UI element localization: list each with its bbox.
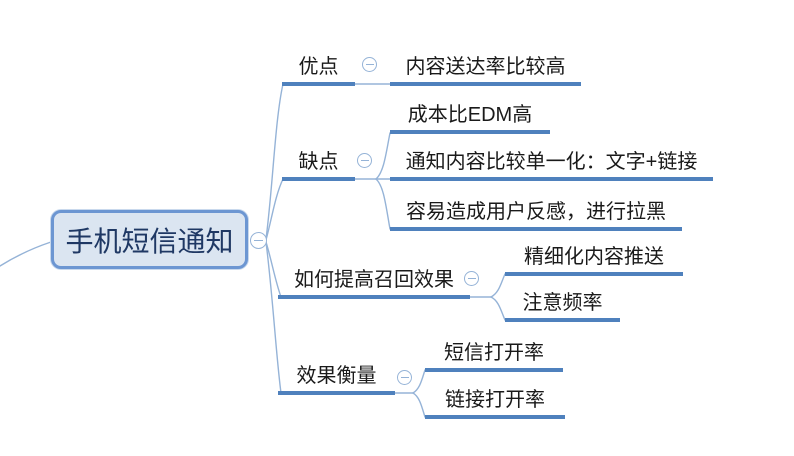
topic-improve-recall-label: 如何提高召回效果: [294, 269, 454, 291]
collapse-icon-disadvantages[interactable]: [357, 153, 372, 168]
topic-advantages[interactable]: 优点: [282, 50, 355, 86]
connector-improve-recall-child-down: [490, 296, 506, 321]
topic-improve-recall-child-frequency[interactable]: 注意频率: [505, 286, 620, 322]
connector-root-to-advantages: [265, 83, 284, 240]
topic-label: 注意频率: [522, 292, 603, 314]
topic-disadvantages-child-user-annoyance[interactable]: 容易造成用户反感，进行拉黑: [390, 195, 682, 231]
minus-glyph: [360, 160, 369, 161]
connector-improve-recall-child-up: [490, 273, 506, 298]
topic-label: 短信打开率: [444, 342, 544, 364]
collapse-icon-effect-measure[interactable]: [397, 370, 412, 385]
topic-label: 链接打开率: [445, 389, 545, 411]
minus-glyph: [467, 278, 476, 279]
connector-effect-measure-child-down: [412, 392, 426, 418]
topic-improve-recall[interactable]: 如何提高召回效果: [278, 263, 470, 299]
topic-disadvantages-child-uniform-content[interactable]: 通知内容比较单一化：文字+链接: [390, 145, 713, 181]
topic-disadvantages[interactable]: 缺点: [282, 145, 355, 181]
topic-label: 成本比EDM高: [407, 104, 533, 126]
root-topic[interactable]: 手机短信通知: [51, 210, 248, 269]
collapse-icon-improve-recall[interactable]: [464, 271, 479, 286]
topic-advantages-label: 优点: [298, 56, 339, 78]
topic-effect-measure-child-link-open-rate[interactable]: 链接打开率: [425, 383, 565, 419]
topic-effect-measure-label: 效果衡量: [296, 365, 377, 387]
topic-label: 精细化内容推送: [524, 246, 664, 268]
connector-disadvantages-child-up: [375, 132, 391, 180]
topic-disadvantages-label: 缺点: [298, 151, 339, 173]
topic-disadvantages-child-cost[interactable]: 成本比EDM高: [390, 98, 550, 134]
topic-effect-measure-child-sms-open-rate[interactable]: 短信打开率: [425, 336, 563, 372]
topic-advantages-child-delivery-rate[interactable]: 内容送达率比较高: [390, 50, 581, 86]
minus-glyph: [254, 240, 263, 241]
collapse-icon-advantages[interactable]: [362, 57, 377, 72]
root-topic-label: 手机短信通知: [65, 225, 234, 257]
collapse-icon-root[interactable]: [250, 232, 267, 249]
minus-glyph: [400, 377, 409, 378]
connector-from-parent: [0, 241, 52, 267]
connector-root-to-disadvantages: [265, 178, 284, 241]
connector-effect-measure-child-up: [412, 369, 426, 394]
topic-effect-measure[interactable]: 效果衡量: [278, 359, 395, 395]
topic-improve-recall-child-refined-push[interactable]: 精细化内容推送: [505, 240, 683, 276]
connector-disadvantages-child-down: [375, 178, 391, 230]
topic-label: 容易造成用户反感，进行拉黑: [406, 201, 666, 223]
topic-label: 内容送达率比较高: [405, 56, 566, 78]
minus-glyph: [365, 64, 374, 65]
topic-label: 通知内容比较单一化：文字+链接: [405, 151, 698, 173]
